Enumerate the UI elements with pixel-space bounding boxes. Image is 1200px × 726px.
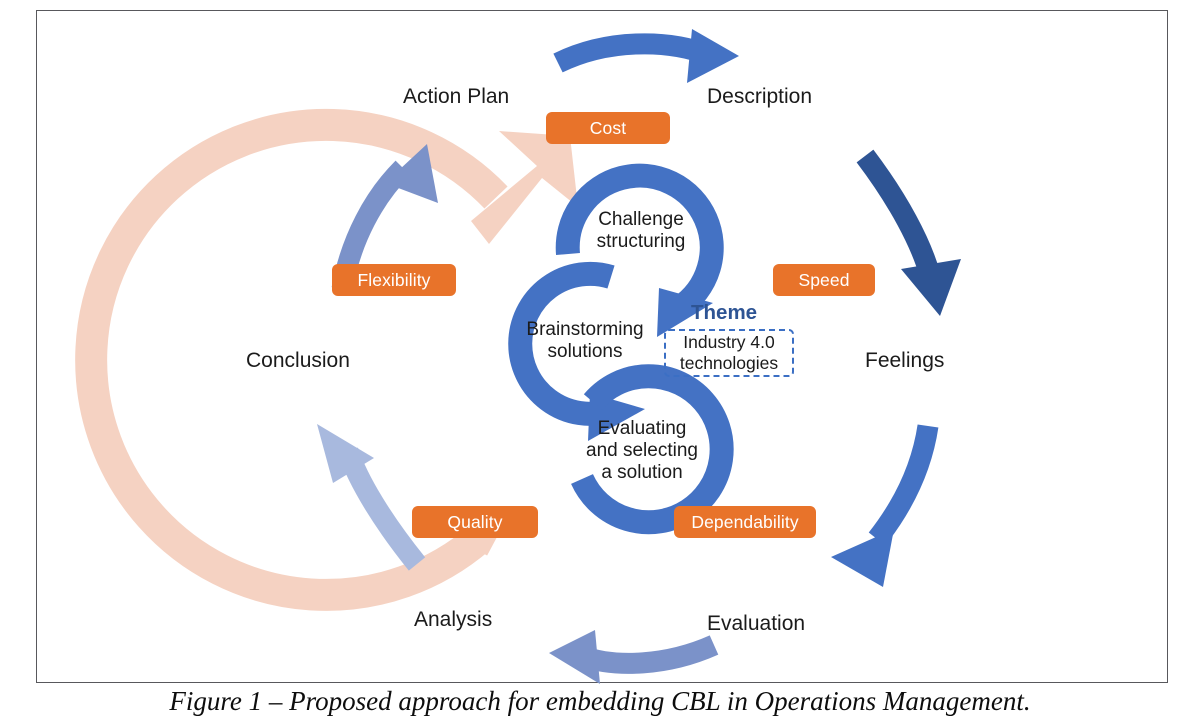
stage-label-conclusion: Conclusion xyxy=(246,349,350,372)
objective-chip-flexibility[interactable]: Flexibility xyxy=(332,264,456,296)
diagram-graphics xyxy=(75,29,961,684)
transition-arrow-upper-right xyxy=(856,149,961,316)
stage-label-evaluation: Evaluation xyxy=(707,612,806,635)
stage-label-analysis: Analysis xyxy=(414,608,493,631)
core-step-label-evaluating-selecting: Evaluating and selecting a solution xyxy=(586,418,698,483)
figure-caption: Figure 1 – Proposed approach for embeddi… xyxy=(169,686,1031,716)
objective-chip-quality[interactable]: Quality xyxy=(412,506,538,538)
core-step-label-brainstorming-solutions: Brainstorming solutions xyxy=(526,319,644,362)
transition-arrow-lower-right xyxy=(831,424,939,587)
transition-arrow-bottom xyxy=(549,630,719,684)
core-arrow-challenge xyxy=(555,163,724,337)
objective-chip-speed[interactable]: Speed xyxy=(773,264,875,296)
objective-chip-dependability[interactable]: Dependability xyxy=(674,506,816,538)
theme-value-box: Industry 4.0 technologies xyxy=(664,329,794,377)
core-step-label-challenge-structuring: Challenge structuring xyxy=(596,209,686,252)
core-arrow-evaluating xyxy=(571,364,734,535)
transition-arrow-lower-left xyxy=(317,424,426,571)
stage-label-feelings: Feelings xyxy=(865,349,945,372)
theme-title: Theme xyxy=(691,301,758,324)
objective-chip-cost[interactable]: Cost xyxy=(546,112,670,144)
stage-label-description: Description xyxy=(707,85,813,108)
transition-arrow-top xyxy=(553,29,739,83)
figure-frame: Action Plan Description Feelings Evaluat… xyxy=(36,10,1168,684)
stage-label-action-plan: Action Plan xyxy=(403,85,510,108)
